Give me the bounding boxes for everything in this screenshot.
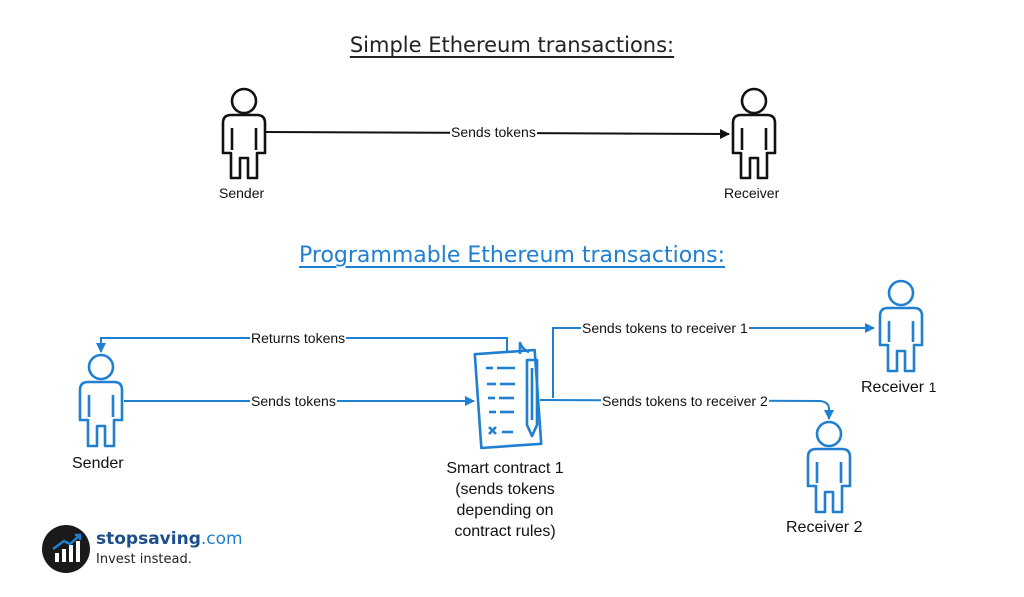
to-receiver-2-label: Sends tokens to receiver 2 bbox=[601, 393, 769, 409]
simple-sender-label: Sender bbox=[219, 185, 265, 201]
chart-up-icon bbox=[52, 533, 82, 562]
to-receiver-1-arrow bbox=[552, 323, 875, 398]
sends-tokens-label: Sends tokens bbox=[250, 393, 337, 409]
logo-brand: stopsaving.com bbox=[96, 529, 243, 549]
logo-brand-name: stopsaving bbox=[96, 529, 201, 549]
logo-icon bbox=[42, 525, 90, 573]
smart-contract-icon bbox=[473, 341, 543, 450]
prog-sender-icon bbox=[78, 353, 124, 448]
contract-line-1: Smart contract 1 bbox=[446, 460, 564, 477]
simple-receiver-icon bbox=[731, 87, 777, 180]
simple-arrow-label: Sends tokens bbox=[450, 124, 537, 140]
programmable-title: Programmable Ethereum transactions: bbox=[299, 243, 725, 268]
contract-line-3: depending on bbox=[456, 502, 554, 519]
receiver-1-number: 1 bbox=[928, 379, 937, 395]
logo-tagline: Invest instead. bbox=[96, 552, 192, 567]
receiver-2-label: Receiver 2 bbox=[786, 519, 863, 536]
simple-sender-icon bbox=[221, 87, 267, 180]
to-receiver-2-arrow bbox=[539, 399, 834, 420]
prog-receiver-2-icon bbox=[806, 420, 852, 514]
receiver-1-label: Receiver 1 bbox=[861, 379, 936, 397]
simple-receiver-label: Receiver bbox=[724, 185, 780, 201]
to-receiver-1-label: Sends tokens to receiver 1 bbox=[581, 320, 749, 336]
simple-title: Simple Ethereum transactions: bbox=[349, 33, 675, 57]
smart-contract-label: Smart contract 1 (sends tokens depending… bbox=[430, 458, 580, 542]
logo-brand-tld: .com bbox=[200, 529, 243, 549]
prog-sender-label: Sender bbox=[72, 455, 124, 472]
returns-tokens-label: Returns tokens bbox=[250, 330, 347, 346]
contract-line-4: contract rules) bbox=[454, 523, 556, 540]
receiver-1-name: Receiver bbox=[861, 379, 925, 396]
prog-receiver-1-icon bbox=[878, 279, 924, 373]
contract-line-2: (sends tokens bbox=[455, 481, 555, 498]
